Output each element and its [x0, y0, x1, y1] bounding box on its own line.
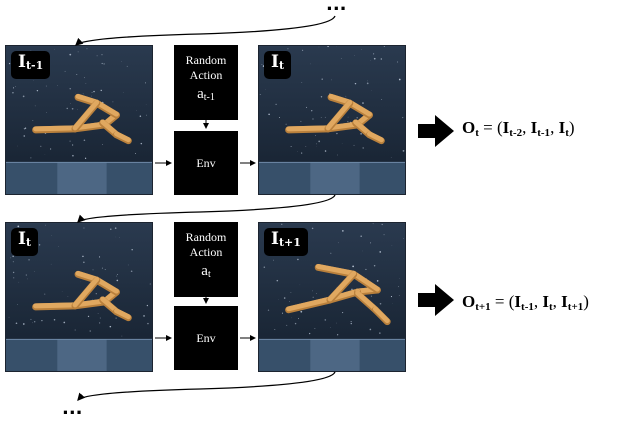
frame-label: It	[264, 51, 292, 79]
frame-label: It	[11, 228, 39, 256]
random-action-box-row1: Random Action at-1	[174, 45, 238, 120]
action-line1: Random	[185, 230, 227, 244]
frame-label: It+1	[264, 228, 308, 256]
curved-arrow-bottom	[77, 371, 336, 401]
action-symbol: at-1	[197, 86, 215, 104]
curved-arrow-middle	[77, 194, 336, 223]
scene-image	[6, 46, 152, 194]
observation-row2: Ot+1 = (It-1, It, It+1)	[462, 292, 589, 313]
action-line2: Action	[189, 68, 223, 82]
frame-label: It-1	[11, 51, 51, 79]
action-symbol: at	[201, 263, 211, 281]
frame-output-row2: It+1	[258, 222, 406, 372]
big-arrow-row2	[418, 284, 454, 316]
observation-row1: Ot = (It-2, It-1, It)	[462, 118, 575, 139]
action-line2: Action	[189, 245, 223, 259]
scene-image	[6, 223, 152, 371]
ellipsis-top: ...	[326, 0, 347, 15]
frame-input-row2: It	[5, 222, 153, 372]
big-arrow-row1	[418, 115, 454, 147]
frame-input-row1: It-1	[5, 45, 153, 195]
curved-arrow-top	[75, 15, 336, 46]
env-box-row1: Env	[174, 131, 238, 195]
action-line1: Random	[185, 53, 227, 67]
random-action-box-row2: Random Action at	[174, 222, 238, 297]
ellipsis-bottom: ...	[62, 398, 83, 419]
env-box-row2: Env	[174, 306, 238, 370]
frame-output-row1: It	[258, 45, 406, 195]
